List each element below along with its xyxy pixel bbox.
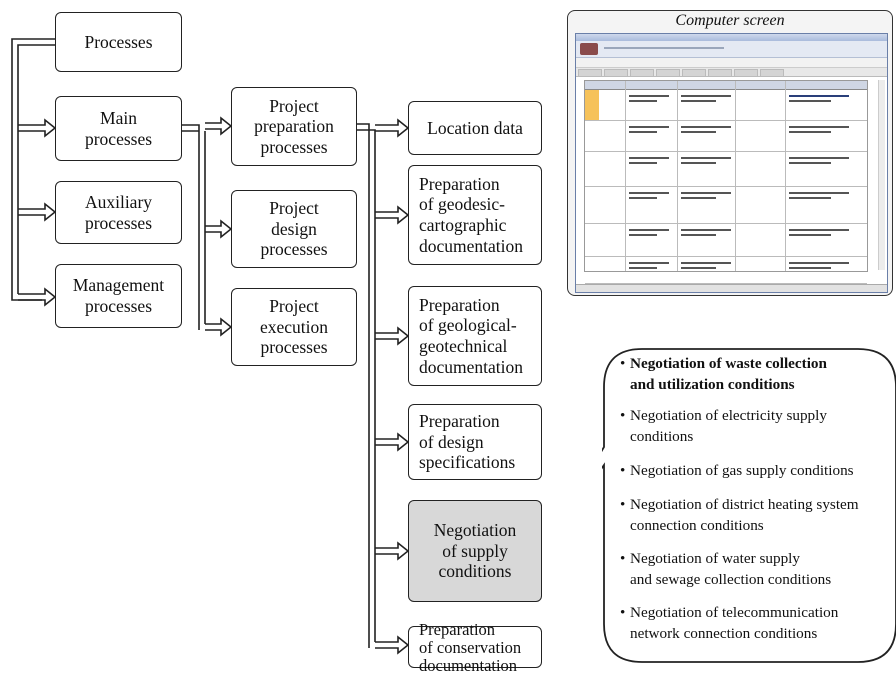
connector-arrow <box>375 432 410 452</box>
connector-arrow <box>18 202 57 222</box>
callout-item-text: Negotiation of water supply and sewage c… <box>630 550 832 589</box>
callout-item-text: Negotiation of telecommunication network… <box>630 604 839 643</box>
filter-bar <box>576 58 887 68</box>
connector-arrow <box>375 118 410 138</box>
supply-conditions-callout: •Negotiation of waste collection and uti… <box>602 347 896 664</box>
window-ribbon <box>576 41 887 58</box>
callout-list-item: •Negotiation of district heating system … <box>620 494 859 537</box>
bullet-icon: • <box>620 604 626 621</box>
callout-item-text: Negotiation of gas supply conditions <box>630 462 854 479</box>
callout-list-item: •Negotiation of electricity supply condi… <box>620 405 827 448</box>
connector-arrow <box>375 326 410 346</box>
connector-arrow <box>375 541 410 561</box>
main-processes-box: Main processes <box>55 96 182 161</box>
project-preparation-box: Project preparation processes <box>231 87 357 166</box>
data-grid <box>584 80 868 284</box>
application-window <box>575 33 888 293</box>
computer-screen-frame: Computer screen <box>567 10 893 296</box>
geological-geotechnical-box: Preparation of geological- geotechnical … <box>408 286 542 386</box>
grid-row[interactable] <box>585 152 867 187</box>
callout-shape <box>602 348 896 663</box>
grid-row[interactable] <box>585 224 867 257</box>
window-statusbar <box>576 284 887 292</box>
grid-header <box>585 81 867 90</box>
connector-arrow <box>18 118 57 138</box>
callout-item-text: Negotiation of district heating system c… <box>630 496 859 535</box>
callout-list-item: •Negotiation of gas supply conditions <box>620 460 854 481</box>
project-design-box: Project design processes <box>231 190 357 268</box>
connector-arrow <box>205 116 233 136</box>
design-specifications-box: Preparation of design specifications <box>408 404 542 480</box>
connector-arrow <box>375 635 410 655</box>
bullet-icon: • <box>620 407 626 424</box>
connector-arrow <box>205 317 233 337</box>
processes-box: Processes <box>55 12 182 72</box>
geodesic-cartographic-box: Preparation of geodesic- cartographic do… <box>408 165 542 265</box>
grid-row[interactable] <box>585 121 867 152</box>
bullet-icon: • <box>620 462 626 479</box>
grid-row[interactable] <box>585 257 867 284</box>
bullet-icon: • <box>620 355 626 372</box>
callout-item-text: Negotiation of electricity supply condit… <box>630 407 827 446</box>
supply-conditions-box: Negotiation of supply conditions <box>408 500 542 602</box>
management-processes-box: Management processes <box>55 264 182 328</box>
location-data-box: Location data <box>408 101 542 155</box>
connector-arrow <box>357 123 370 648</box>
window-tabs <box>576 68 887 77</box>
connector-arrow <box>357 129 376 642</box>
connector-arrow <box>17 44 55 294</box>
conservation-documentation-box: Preparation of conservation documentatio… <box>408 620 542 675</box>
connector-arrow <box>18 287 57 307</box>
app-logo-icon <box>580 43 598 55</box>
connector-arrow <box>375 205 410 225</box>
screen-title: Computer screen <box>675 12 785 29</box>
auxiliary-processes-box: Auxiliary processes <box>55 181 182 244</box>
bullet-icon: • <box>620 550 626 567</box>
grid-row[interactable] <box>585 187 867 224</box>
callout-list-item: •Negotiation of waste collection and uti… <box>620 353 827 396</box>
callout-list-item: •Negotiation of water supply and sewage … <box>620 548 831 591</box>
grid-scrollbar <box>878 80 885 270</box>
callout-list-item: •Negotiation of telecommunication networ… <box>620 602 838 645</box>
grid-row[interactable] <box>585 90 867 121</box>
bullet-icon: • <box>620 496 626 513</box>
connector-arrow <box>182 124 200 330</box>
window-titlebar <box>576 34 887 41</box>
callout-item-text: Negotiation of waste collection and util… <box>630 355 827 394</box>
project-execution-box: Project execution processes <box>231 288 357 366</box>
connector-arrow <box>205 219 233 239</box>
